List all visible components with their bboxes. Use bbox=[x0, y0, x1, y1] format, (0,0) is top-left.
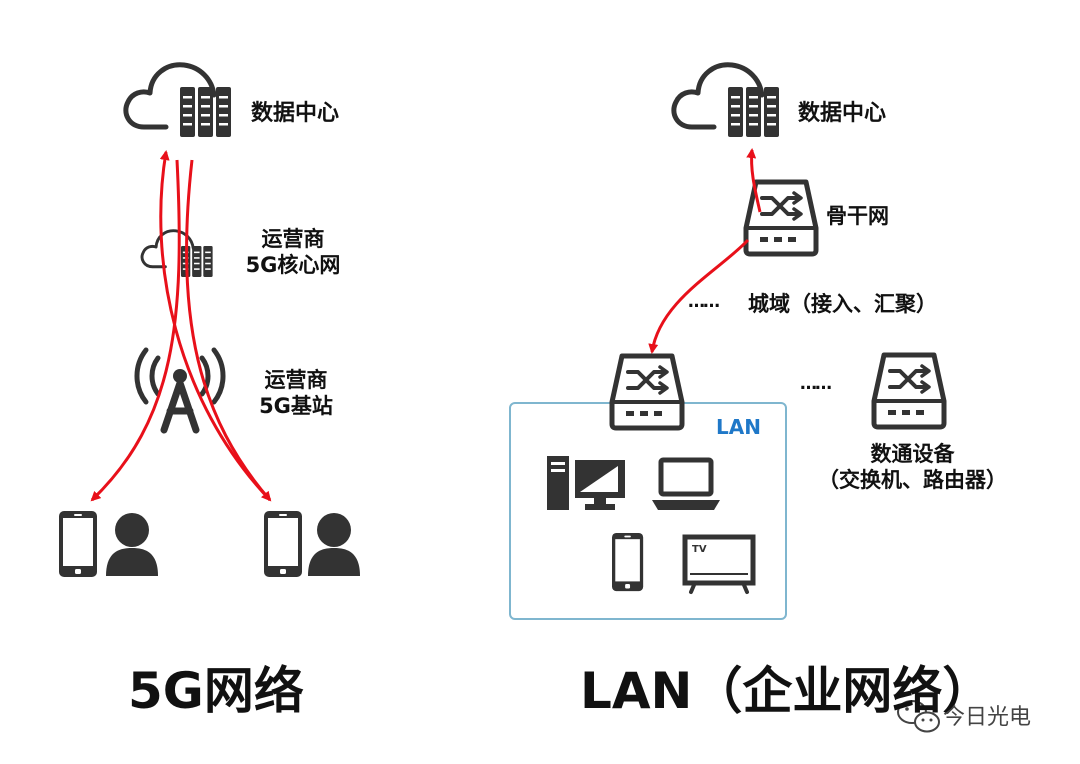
network-devices-label-line2: （交换机、路由器） bbox=[818, 468, 1007, 493]
svg-text:TV: TV bbox=[692, 544, 707, 555]
base-station-tower-icon bbox=[134, 347, 226, 434]
laptop-icon bbox=[652, 457, 720, 510]
user-left-person-icon bbox=[106, 513, 158, 576]
core-network-label-line1: 运营商 bbox=[261, 227, 325, 251]
backbone-label: 骨干网 bbox=[826, 204, 889, 228]
wechat-logo-icon bbox=[897, 700, 940, 733]
metro-label: 城域（接入、汇聚） bbox=[748, 292, 937, 316]
right-datacenter-server-icon bbox=[728, 87, 779, 137]
base-station-label: 运营商 5G基站 bbox=[248, 367, 344, 420]
network-devices-label: 数通设备 （交换机、路由器） bbox=[805, 441, 1020, 494]
right-datacenter-label: 数据中心 bbox=[798, 101, 887, 126]
core-network-label-line2: 5G核心网 bbox=[245, 253, 341, 278]
lan-box-label: LAN bbox=[716, 415, 761, 439]
metro-ellipsis: …… bbox=[688, 292, 720, 312]
base-station-label-line2: 5G基站 bbox=[259, 394, 333, 419]
right-panel-title: LAN（企业网络） bbox=[580, 662, 993, 720]
core-network-label: 运营商 5G核心网 bbox=[238, 226, 348, 279]
left-datacenter-label: 数据中心 bbox=[251, 101, 340, 126]
downlink-arrow-right bbox=[184, 159, 272, 502]
uplink-arrow bbox=[159, 150, 272, 502]
backbone-to-datacenter-arrow bbox=[746, 148, 762, 213]
user-left-phone-icon bbox=[59, 511, 97, 577]
lan-switch-icon bbox=[612, 356, 682, 428]
left-panel-title: 5G网络 bbox=[128, 662, 304, 720]
devices-ellipsis: …… bbox=[800, 374, 832, 394]
network-device-switch-icon bbox=[874, 355, 944, 427]
left-datacenter-server-icon bbox=[180, 87, 231, 137]
desktop-computer-icon bbox=[547, 456, 625, 510]
user-right-person-icon bbox=[308, 513, 360, 576]
tv-icon: TV bbox=[682, 534, 756, 594]
base-station-label-line1: 运营商 bbox=[264, 368, 328, 392]
user-right-phone-icon bbox=[264, 511, 302, 577]
lan-phone-icon bbox=[612, 533, 644, 592]
downlink-arrow-left bbox=[90, 159, 181, 502]
watermark-text: 今日光电 bbox=[943, 705, 1032, 730]
backbone-to-lan-switch-arrow bbox=[648, 238, 750, 354]
network-devices-label-line1: 数通设备 bbox=[870, 442, 955, 466]
